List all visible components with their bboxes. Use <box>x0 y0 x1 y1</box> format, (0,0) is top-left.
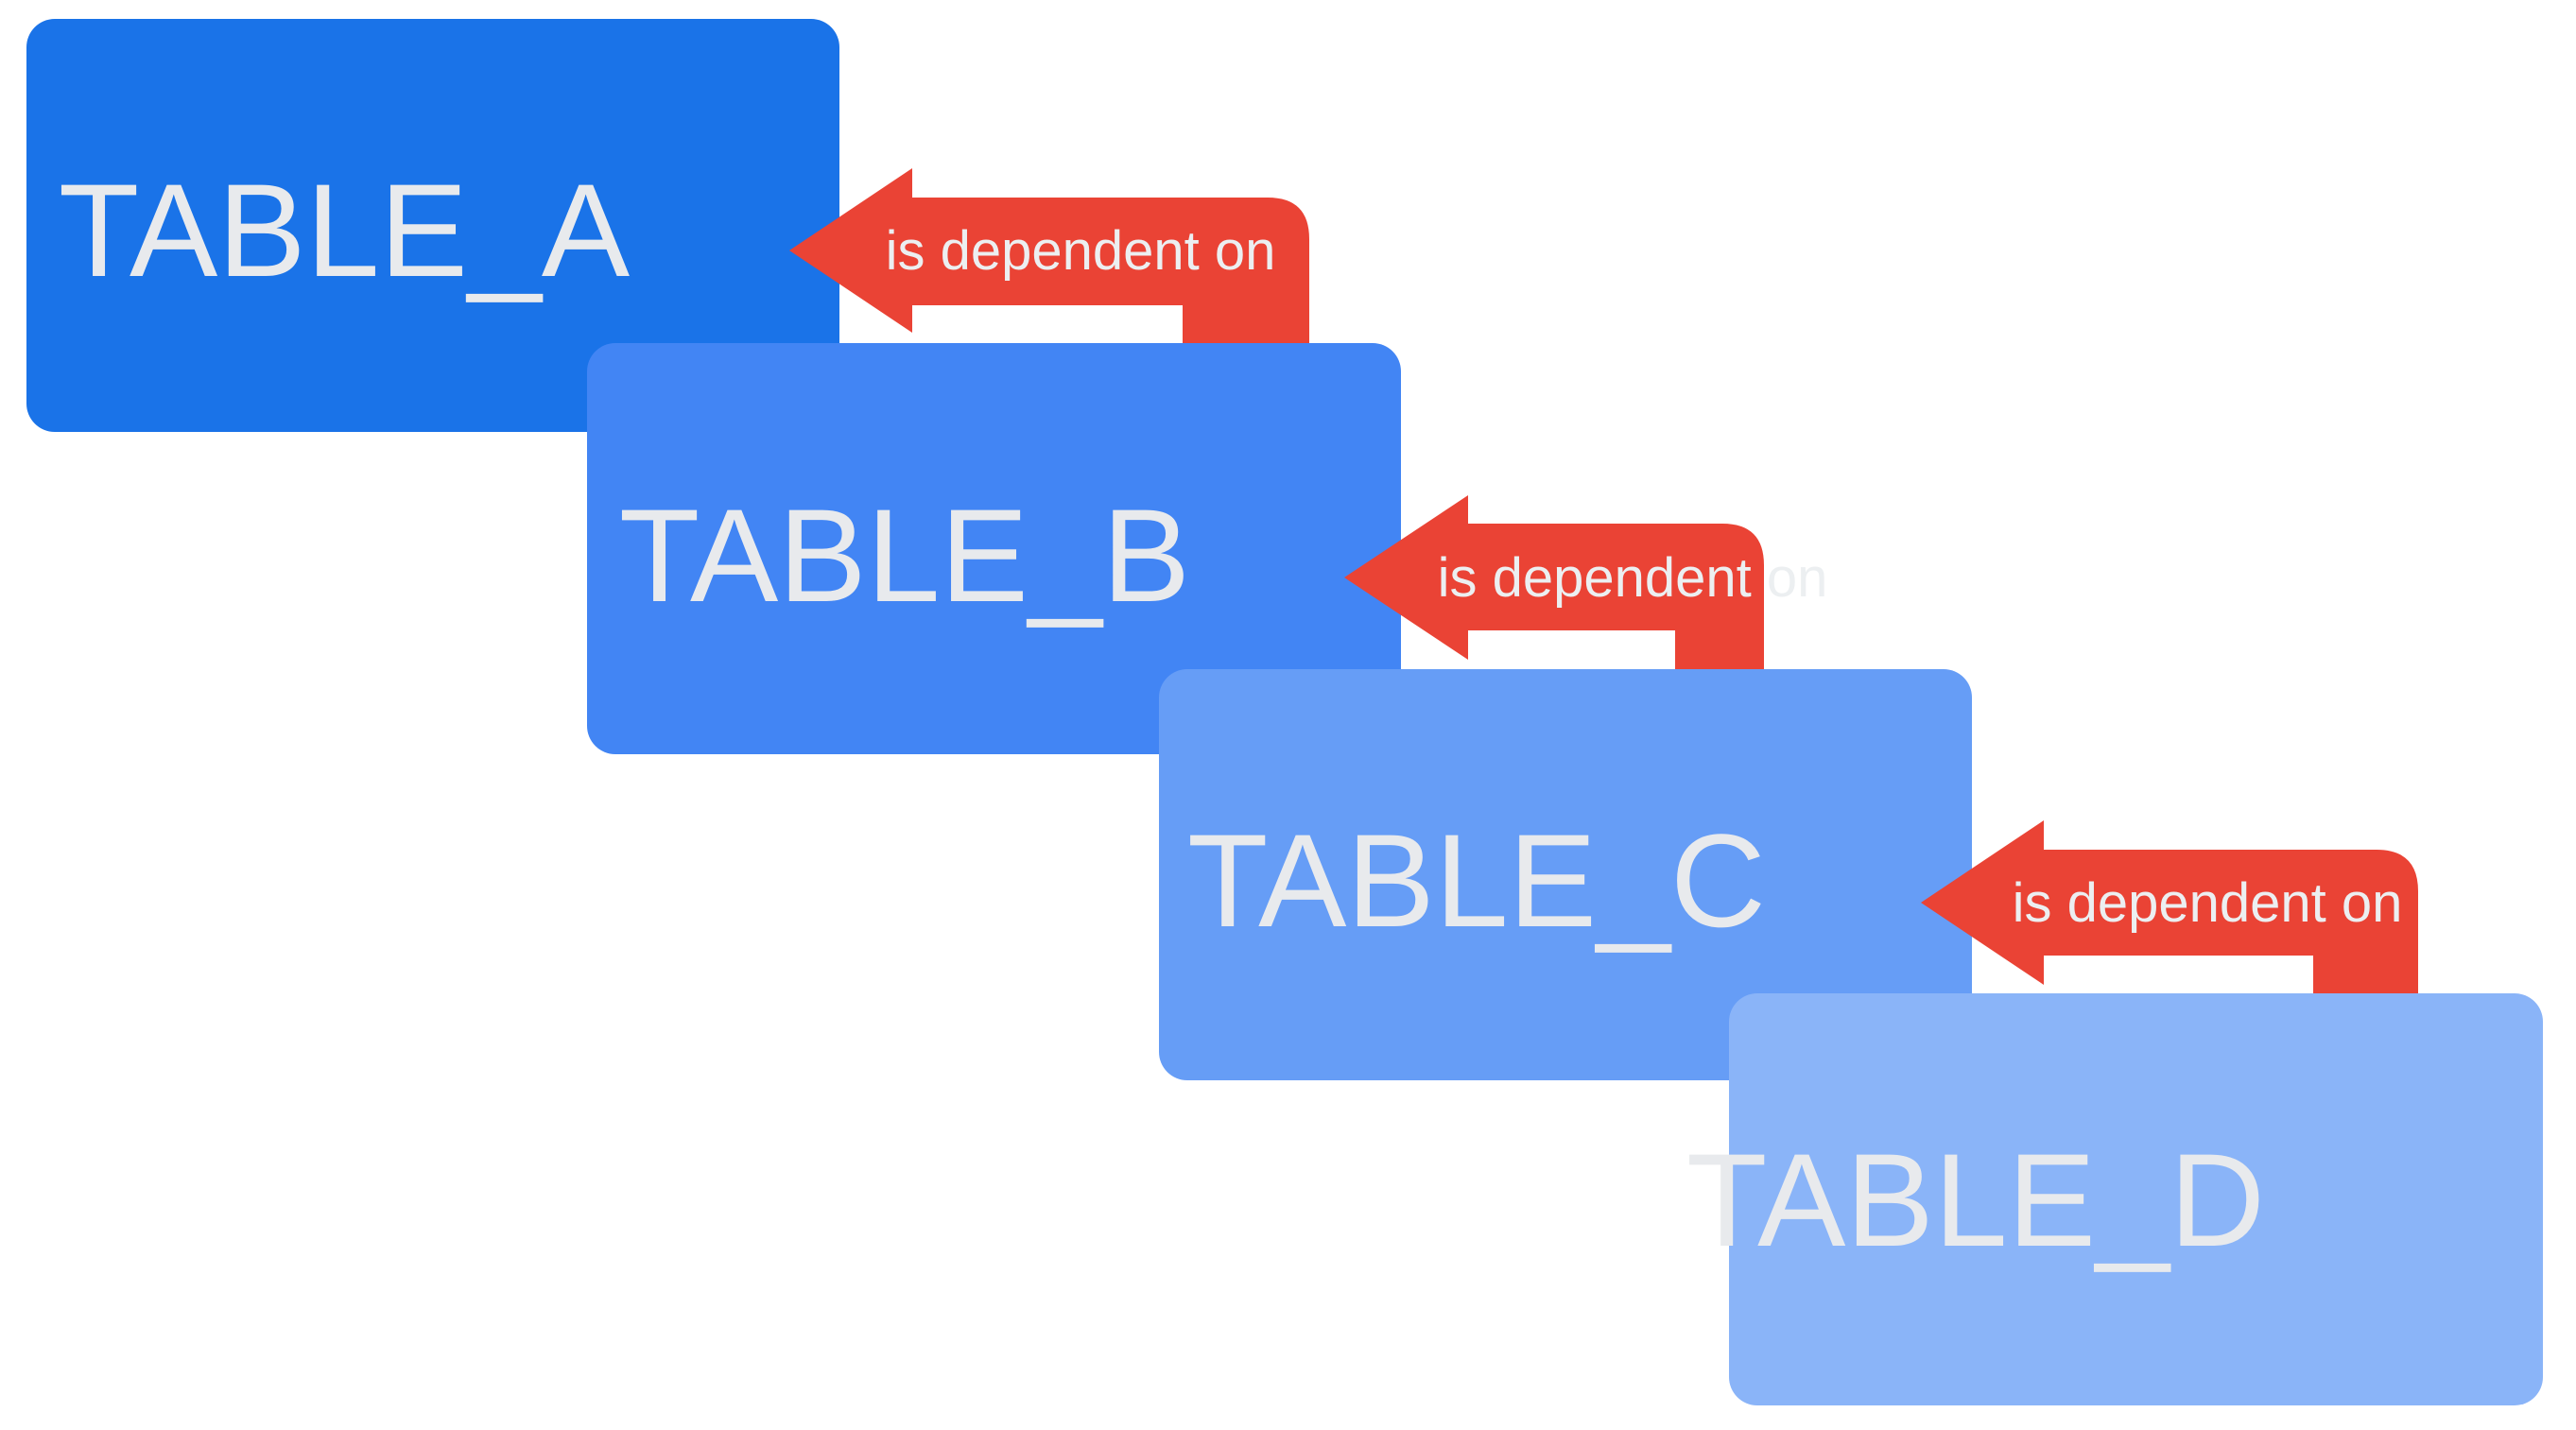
edge-label: is dependent on <box>886 220 1276 282</box>
node-label: TABLE_A <box>59 156 631 304</box>
node-box[interactable] <box>587 343 1401 754</box>
node-box[interactable] <box>1729 993 2543 1405</box>
edge-edge_c_to_b[interactable]: is dependent on <box>1344 495 1827 684</box>
edge-label: is dependent on <box>2013 872 2403 934</box>
edge-arrow-icon[interactable] <box>1921 820 2418 1009</box>
node-box[interactable] <box>1159 669 1972 1080</box>
edge-edge_b_to_a[interactable]: is dependent on <box>789 168 1309 359</box>
edge-edge_d_to_c[interactable]: is dependent on <box>1921 820 2418 1009</box>
node-label: TABLE_D <box>1686 1126 2265 1274</box>
edge-arrow-icon[interactable] <box>789 168 1309 359</box>
node-table_d[interactable]: TABLE_D <box>1686 993 2543 1405</box>
node-label: TABLE_B <box>619 481 1190 629</box>
node-table_c[interactable]: TABLE_C <box>1159 669 1972 1080</box>
node-box[interactable] <box>26 19 839 432</box>
edge-arrow-icon[interactable] <box>1344 495 1764 684</box>
node-table_a[interactable]: TABLE_A <box>26 19 839 432</box>
edge-label: is dependent on <box>1438 547 1828 609</box>
node-label: TABLE_C <box>1187 806 1766 955</box>
node-table_b[interactable]: TABLE_B <box>587 343 1401 754</box>
